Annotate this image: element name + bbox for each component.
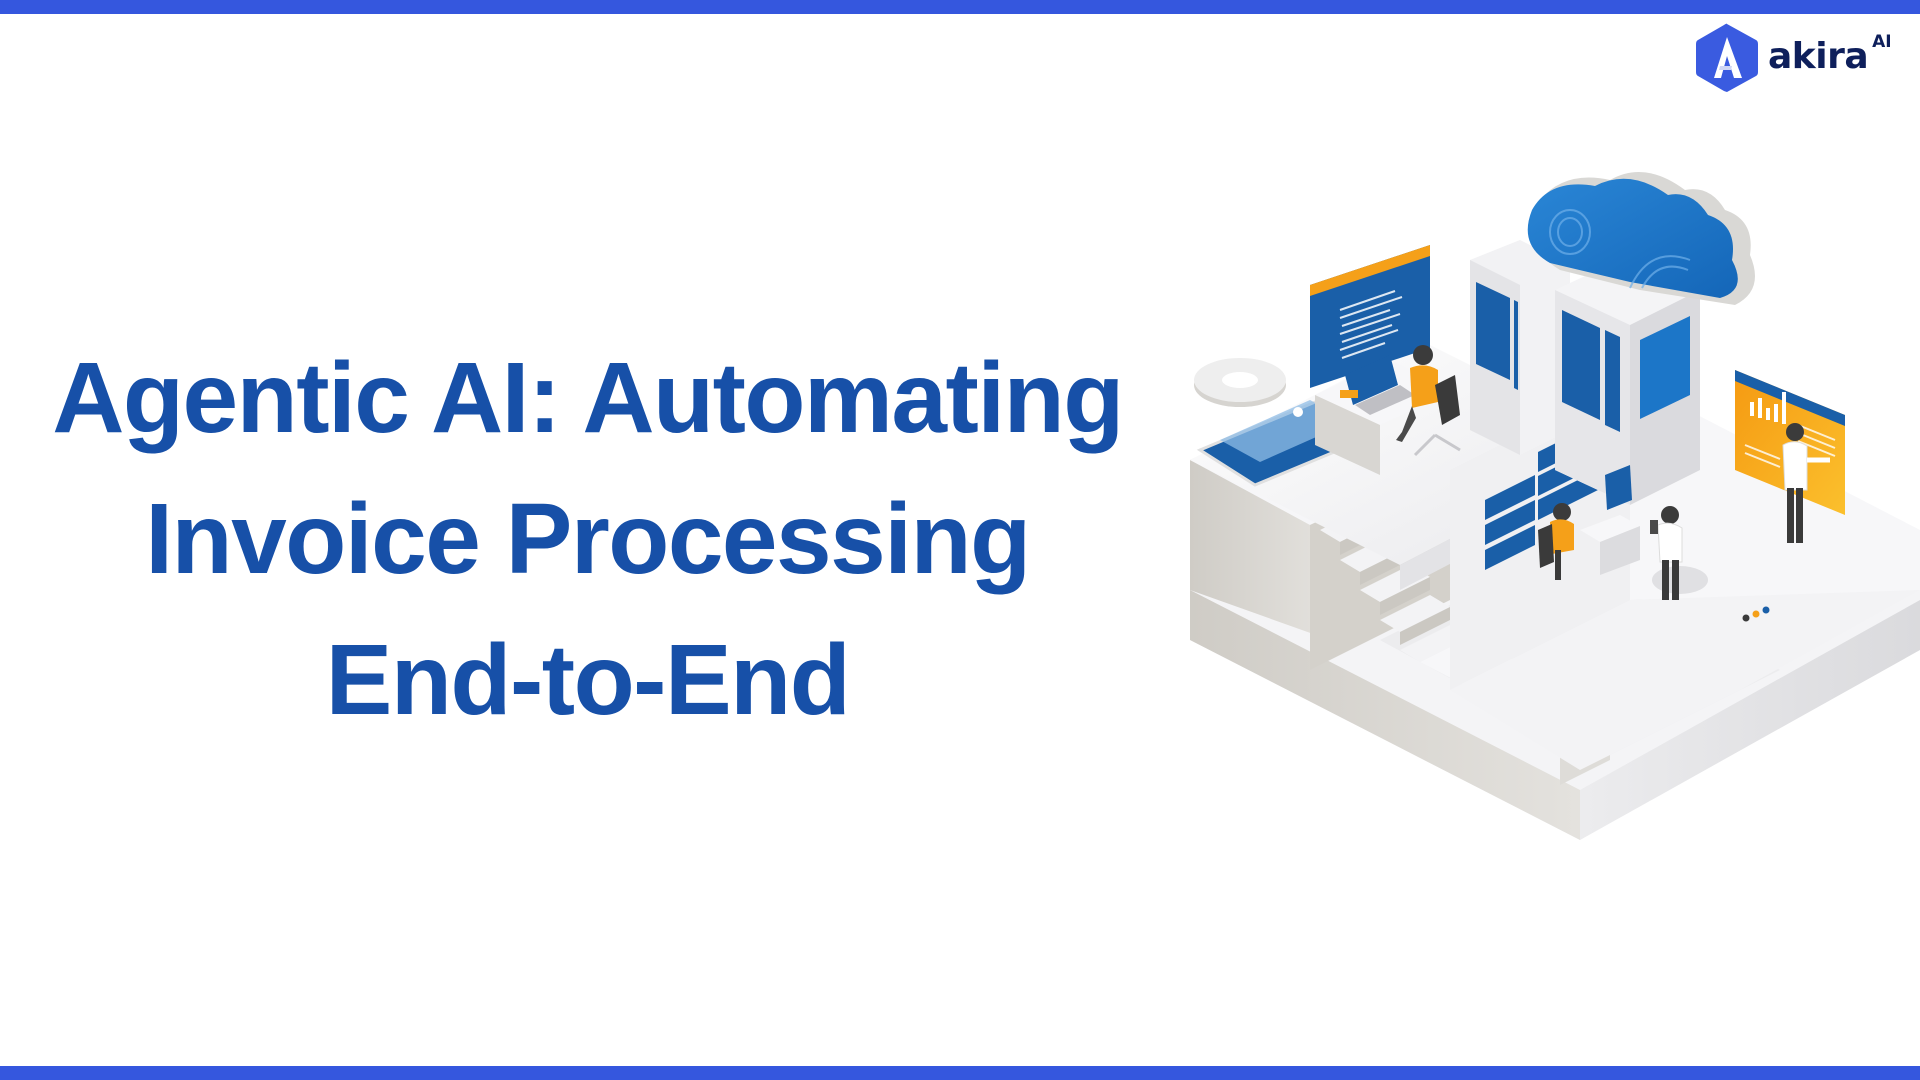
brand-logo[interactable]: akira AI [1694, 22, 1892, 94]
person-standing [1782, 423, 1830, 543]
title-line-1: Agentic AI: Automating [52, 342, 1124, 454]
laptop-icon [1345, 355, 1398, 405]
akira-logo-icon [1696, 23, 1758, 93]
bottom-accent-bar [0, 1066, 1920, 1080]
title-line-3: End-to-End [325, 624, 851, 736]
server-tower-left [1470, 240, 1570, 455]
logo-wordmark: akira [1768, 35, 1869, 77]
top-accent-bar [0, 0, 1920, 14]
person-icon [1396, 345, 1461, 457]
status-dots [1742, 606, 1770, 622]
isometric-scene [1190, 172, 1920, 840]
data-center-illustration [1180, 170, 1920, 930]
gear-icon [1194, 358, 1286, 407]
books-icon [1340, 390, 1358, 398]
cloud-icon [1527, 172, 1755, 305]
server-tower-right [1555, 255, 1700, 505]
code-monitor-icon [1310, 245, 1430, 388]
person-seated-woman [1538, 465, 1640, 580]
title-line-2: Invoice Processing [145, 483, 1031, 595]
logo-ai-superscript: AI [1872, 32, 1892, 52]
monitor-icon [1605, 465, 1632, 510]
person-seated-man [1650, 506, 1708, 600]
page-title: Agentic AI: Automating Invoice Processin… [0, 328, 1175, 751]
